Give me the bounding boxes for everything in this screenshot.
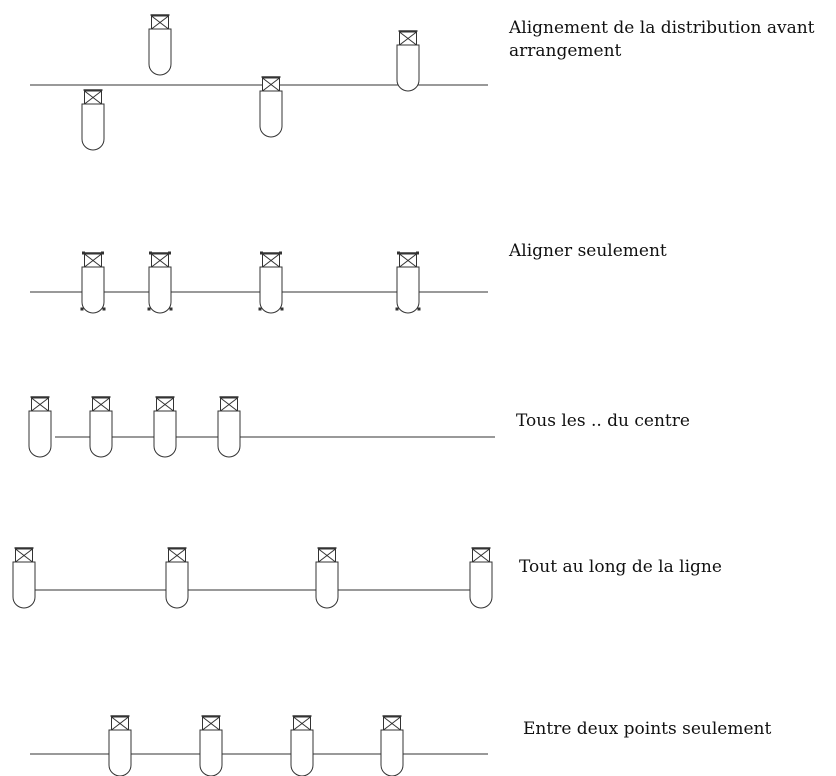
row-1-fixture-4 [396,30,420,92]
row-2-fixture-3 [258,251,284,314]
row-4-fixture-1 [12,547,36,609]
row-4-fixture-3 [315,547,339,609]
label-before-arrangement: Alignement de la distribution avant arra… [509,18,815,61]
row-3-fixture-1 [28,396,52,458]
row-3-fixture-2 [89,396,113,458]
row-4-fixture-2 [165,547,189,609]
label-align-only: Aligner seulement [509,241,667,261]
row-5-fixture-1 [108,715,132,776]
row-1-fixture-3 [259,76,283,138]
row-5-fixture-2 [199,715,223,776]
row-1-fixture-2 [81,89,105,151]
row-3-fixture-3 [153,396,177,458]
label-along-line: Tout au long de la ligne [519,557,722,577]
row-3-fixture-4 [217,396,241,458]
row-2-fixture-1 [80,251,106,314]
row-5-fixture-4 [380,715,404,776]
row-5-fixture-3 [290,715,314,776]
row-2-fixture-2 [147,251,173,314]
label-between-two-points: Entre deux points seulement [523,719,772,739]
row-1-fixture-1 [148,14,172,76]
row-4-fixture-4 [469,547,493,609]
label-from-center: Tous les .. du centre [516,411,690,431]
row-2-fixture-4 [395,251,421,314]
